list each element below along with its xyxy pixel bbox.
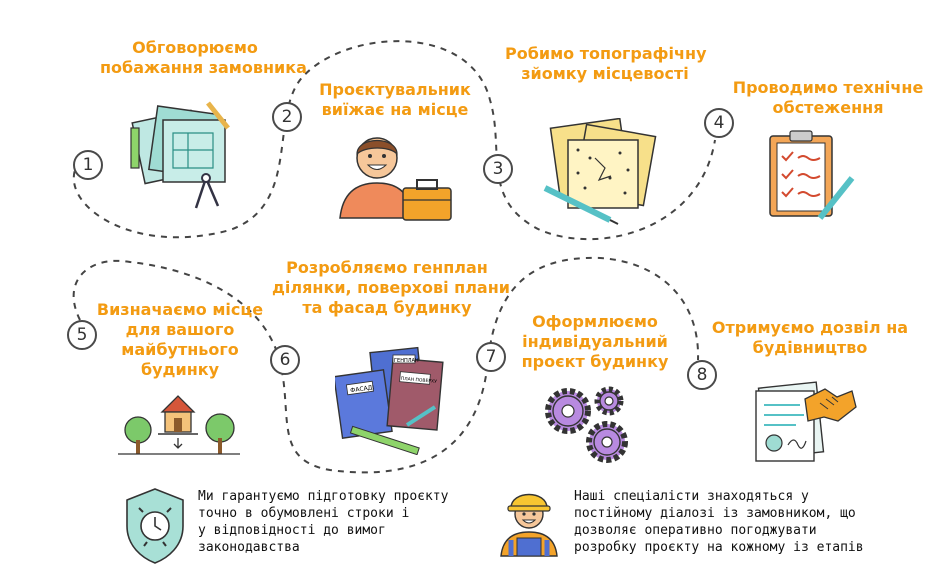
step-6-title: Розробляємо генплан ділянки, поверхові п… (272, 258, 510, 317)
step-7-title: Оформлюємо індивідуальний проєкт будинку (521, 312, 669, 371)
step-5-title: Визначаємо місце для вашого майбутнього … (96, 300, 264, 379)
step-3-title: Робимо топографічну зйомку місцевості (505, 44, 707, 83)
specialists-note: Наші спеціалісти знаходяться у постійном… (574, 489, 864, 555)
facade-folder-label: ФАСАДІ (350, 384, 375, 394)
step-8-title: Отримуємо дозвіл на будівництво (711, 318, 909, 357)
house-location-icon (118, 395, 240, 455)
genplan-folder-label: ГЕНПЛАН (394, 358, 419, 364)
designer-with-briefcase-icon (339, 137, 452, 221)
step-1-number: 1 (73, 150, 103, 180)
topographic-survey-icon (543, 118, 657, 225)
builder-worker-icon (500, 493, 558, 557)
floor-plans-folder-label: ПЛАН ПОВЕРХУ (401, 376, 438, 385)
step-7-number: 7 (476, 342, 506, 372)
step-2-number: 2 (272, 102, 302, 132)
guarantee-note: Ми гарантуємо підготовку проєкту точно в… (198, 489, 449, 555)
step-1-title: Обговорюємо побажання замовника (100, 38, 307, 77)
permit-handshake-icon (755, 381, 857, 462)
blueprint-drafting-icon (130, 101, 230, 209)
step-5-number: 5 (67, 320, 97, 350)
step-3-number: 3 (483, 154, 513, 184)
step-8-number: 8 (687, 360, 717, 390)
step-6-number: 6 (270, 345, 300, 375)
project-folders-icon: ФАСАДІ ГЕНПЛАН ПЛАН ПОВЕРХУ (335, 346, 444, 455)
step-4-title: Проводимо технічне обстеження (732, 78, 924, 117)
checklist-clipboard-icon (769, 130, 855, 220)
step-2-title: Проєктувальник виїжає на місце (319, 80, 471, 119)
step-4-number: 4 (704, 108, 734, 138)
shield-clock-icon (126, 488, 184, 564)
gears-icon (545, 386, 628, 463)
